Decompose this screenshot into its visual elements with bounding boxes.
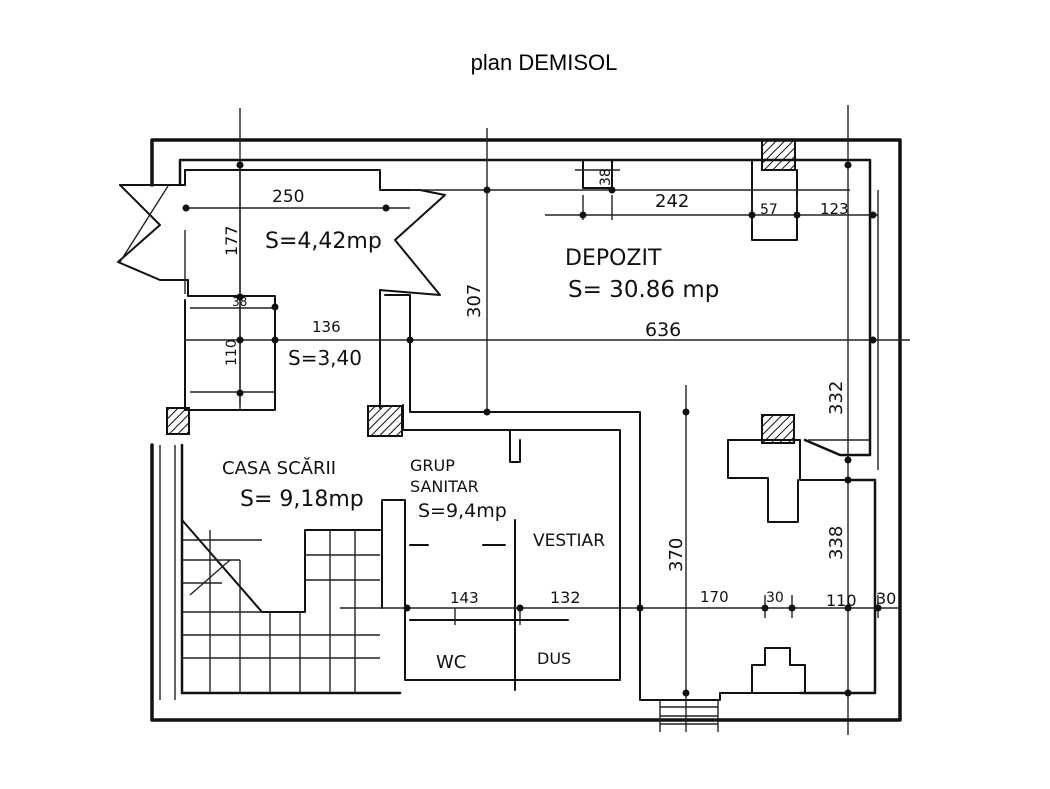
stair-name-label: CASA SCĂRII bbox=[222, 457, 336, 479]
storage-area-label: S= 30.86 mp bbox=[568, 277, 719, 303]
axis-lines bbox=[184, 105, 910, 735]
dim-177: 177 bbox=[222, 225, 241, 256]
dim-250: 250 bbox=[272, 187, 304, 207]
locker-room-label: VESTIAR bbox=[533, 531, 605, 551]
dim-242: 242 bbox=[655, 191, 689, 212]
dim-30-left: 30 bbox=[766, 590, 784, 606]
outer-wall bbox=[150, 138, 902, 722]
dim-338: 338 bbox=[826, 526, 847, 560]
dim-123: 123 bbox=[820, 200, 849, 218]
dim-332: 332 bbox=[826, 381, 847, 415]
dim-307: 307 bbox=[464, 284, 485, 318]
closet-area-label: S=3,40 bbox=[288, 346, 362, 370]
partition-walls bbox=[381, 294, 801, 701]
axis-dots bbox=[182, 161, 882, 697]
plan-title: plan DEMISOL bbox=[470, 50, 618, 75]
dim-57: 57 bbox=[760, 202, 778, 218]
sanitary-name-2: SANITAR bbox=[410, 477, 479, 496]
dim-136: 136 bbox=[312, 318, 341, 336]
dim-110-left: 110 bbox=[224, 339, 240, 366]
wc-label: WC bbox=[436, 652, 466, 673]
dim-636: 636 bbox=[645, 319, 681, 341]
dim-30-right: 30 bbox=[876, 589, 896, 608]
stair-flight bbox=[159, 445, 381, 700]
sanitary-area-label: S=9,4mp bbox=[418, 500, 507, 522]
dim-170: 170 bbox=[700, 588, 729, 606]
dim-132: 132 bbox=[550, 588, 581, 607]
dim-143: 143 bbox=[450, 589, 479, 607]
dim-38-top: 38 bbox=[598, 168, 614, 186]
dim-38-left: 38 bbox=[232, 295, 247, 309]
dim-370: 370 bbox=[666, 538, 687, 572]
hall-area-label: S=4,42mp bbox=[265, 229, 382, 254]
stair-area-label: S= 9,18mp bbox=[240, 487, 364, 512]
storage-name-label: DEPOZIT bbox=[565, 246, 662, 271]
shower-label: DUS bbox=[537, 649, 571, 668]
sanitary-name-1: GRUP bbox=[410, 456, 455, 475]
hatched-columns bbox=[166, 139, 796, 444]
dim-110-bottom: 110 bbox=[826, 591, 857, 610]
